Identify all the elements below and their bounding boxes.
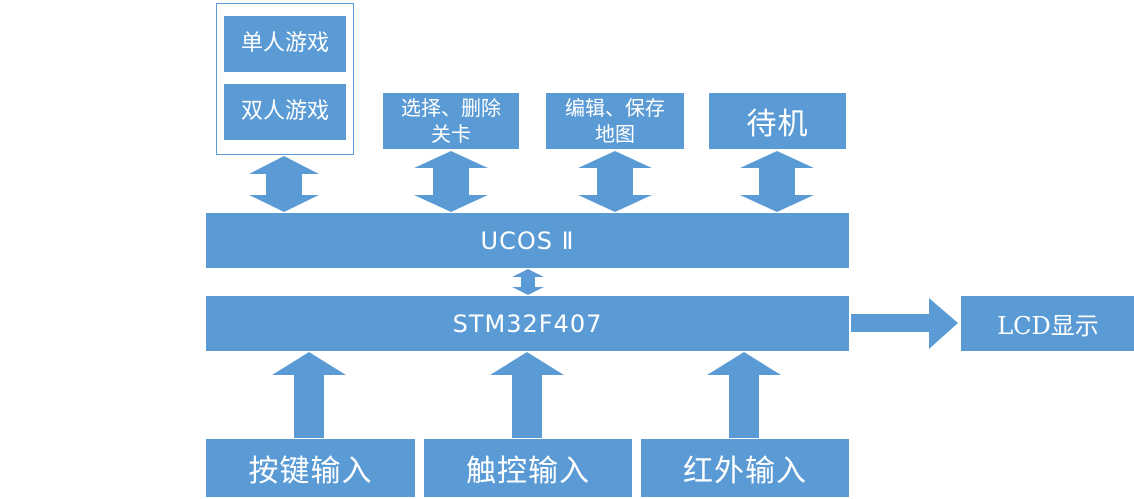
two-player-block: 双人游戏 <box>224 84 346 140</box>
single-player-block: 单人游戏 <box>224 16 346 72</box>
arrow-touch-input <box>490 352 564 438</box>
mcu-bar: STM32F407 <box>206 296 849 351</box>
arrow-infrared-input <box>707 352 781 438</box>
two-player-label: 双人游戏 <box>240 99 329 124</box>
infrared-input-block: 红外输入 <box>641 439 849 497</box>
double-arrow-os-mcu <box>512 269 544 295</box>
single-player-label: 单人游戏 <box>240 31 329 56</box>
select-delete-level-label: 选择、删除 关卡 <box>401 96 501 146</box>
ucos-layer-bar: UCOS Ⅱ <box>206 213 849 268</box>
key-input-block: 按键输入 <box>206 439 415 497</box>
double-arrow-game-modes <box>249 156 319 212</box>
arrow-to-lcd <box>851 298 958 349</box>
infrared-input-label: 红外输入 <box>683 454 807 489</box>
double-arrow-edit-save <box>578 151 652 212</box>
standby-label: 待机 <box>746 107 809 142</box>
select-delete-level-block: 选择、删除 关卡 <box>383 93 519 149</box>
touch-input-block: 触控输入 <box>424 439 632 497</box>
lcd-display-label: LCD显示 <box>997 312 1099 340</box>
edit-save-map-label: 编辑、保存 地图 <box>565 96 665 146</box>
key-input-label: 按键输入 <box>248 454 373 489</box>
mcu-label: STM32F407 <box>452 309 603 338</box>
double-arrow-standby <box>740 151 814 212</box>
edit-save-map-block: 编辑、保存 地图 <box>546 93 684 149</box>
arrow-key-input <box>272 352 346 438</box>
ucos-label: UCOS Ⅱ <box>480 226 575 255</box>
standby-block: 待机 <box>709 93 846 149</box>
touch-input-label: 触控输入 <box>466 454 590 489</box>
lcd-display-block: LCD显示 <box>961 296 1134 351</box>
double-arrow-select-delete <box>414 151 488 212</box>
